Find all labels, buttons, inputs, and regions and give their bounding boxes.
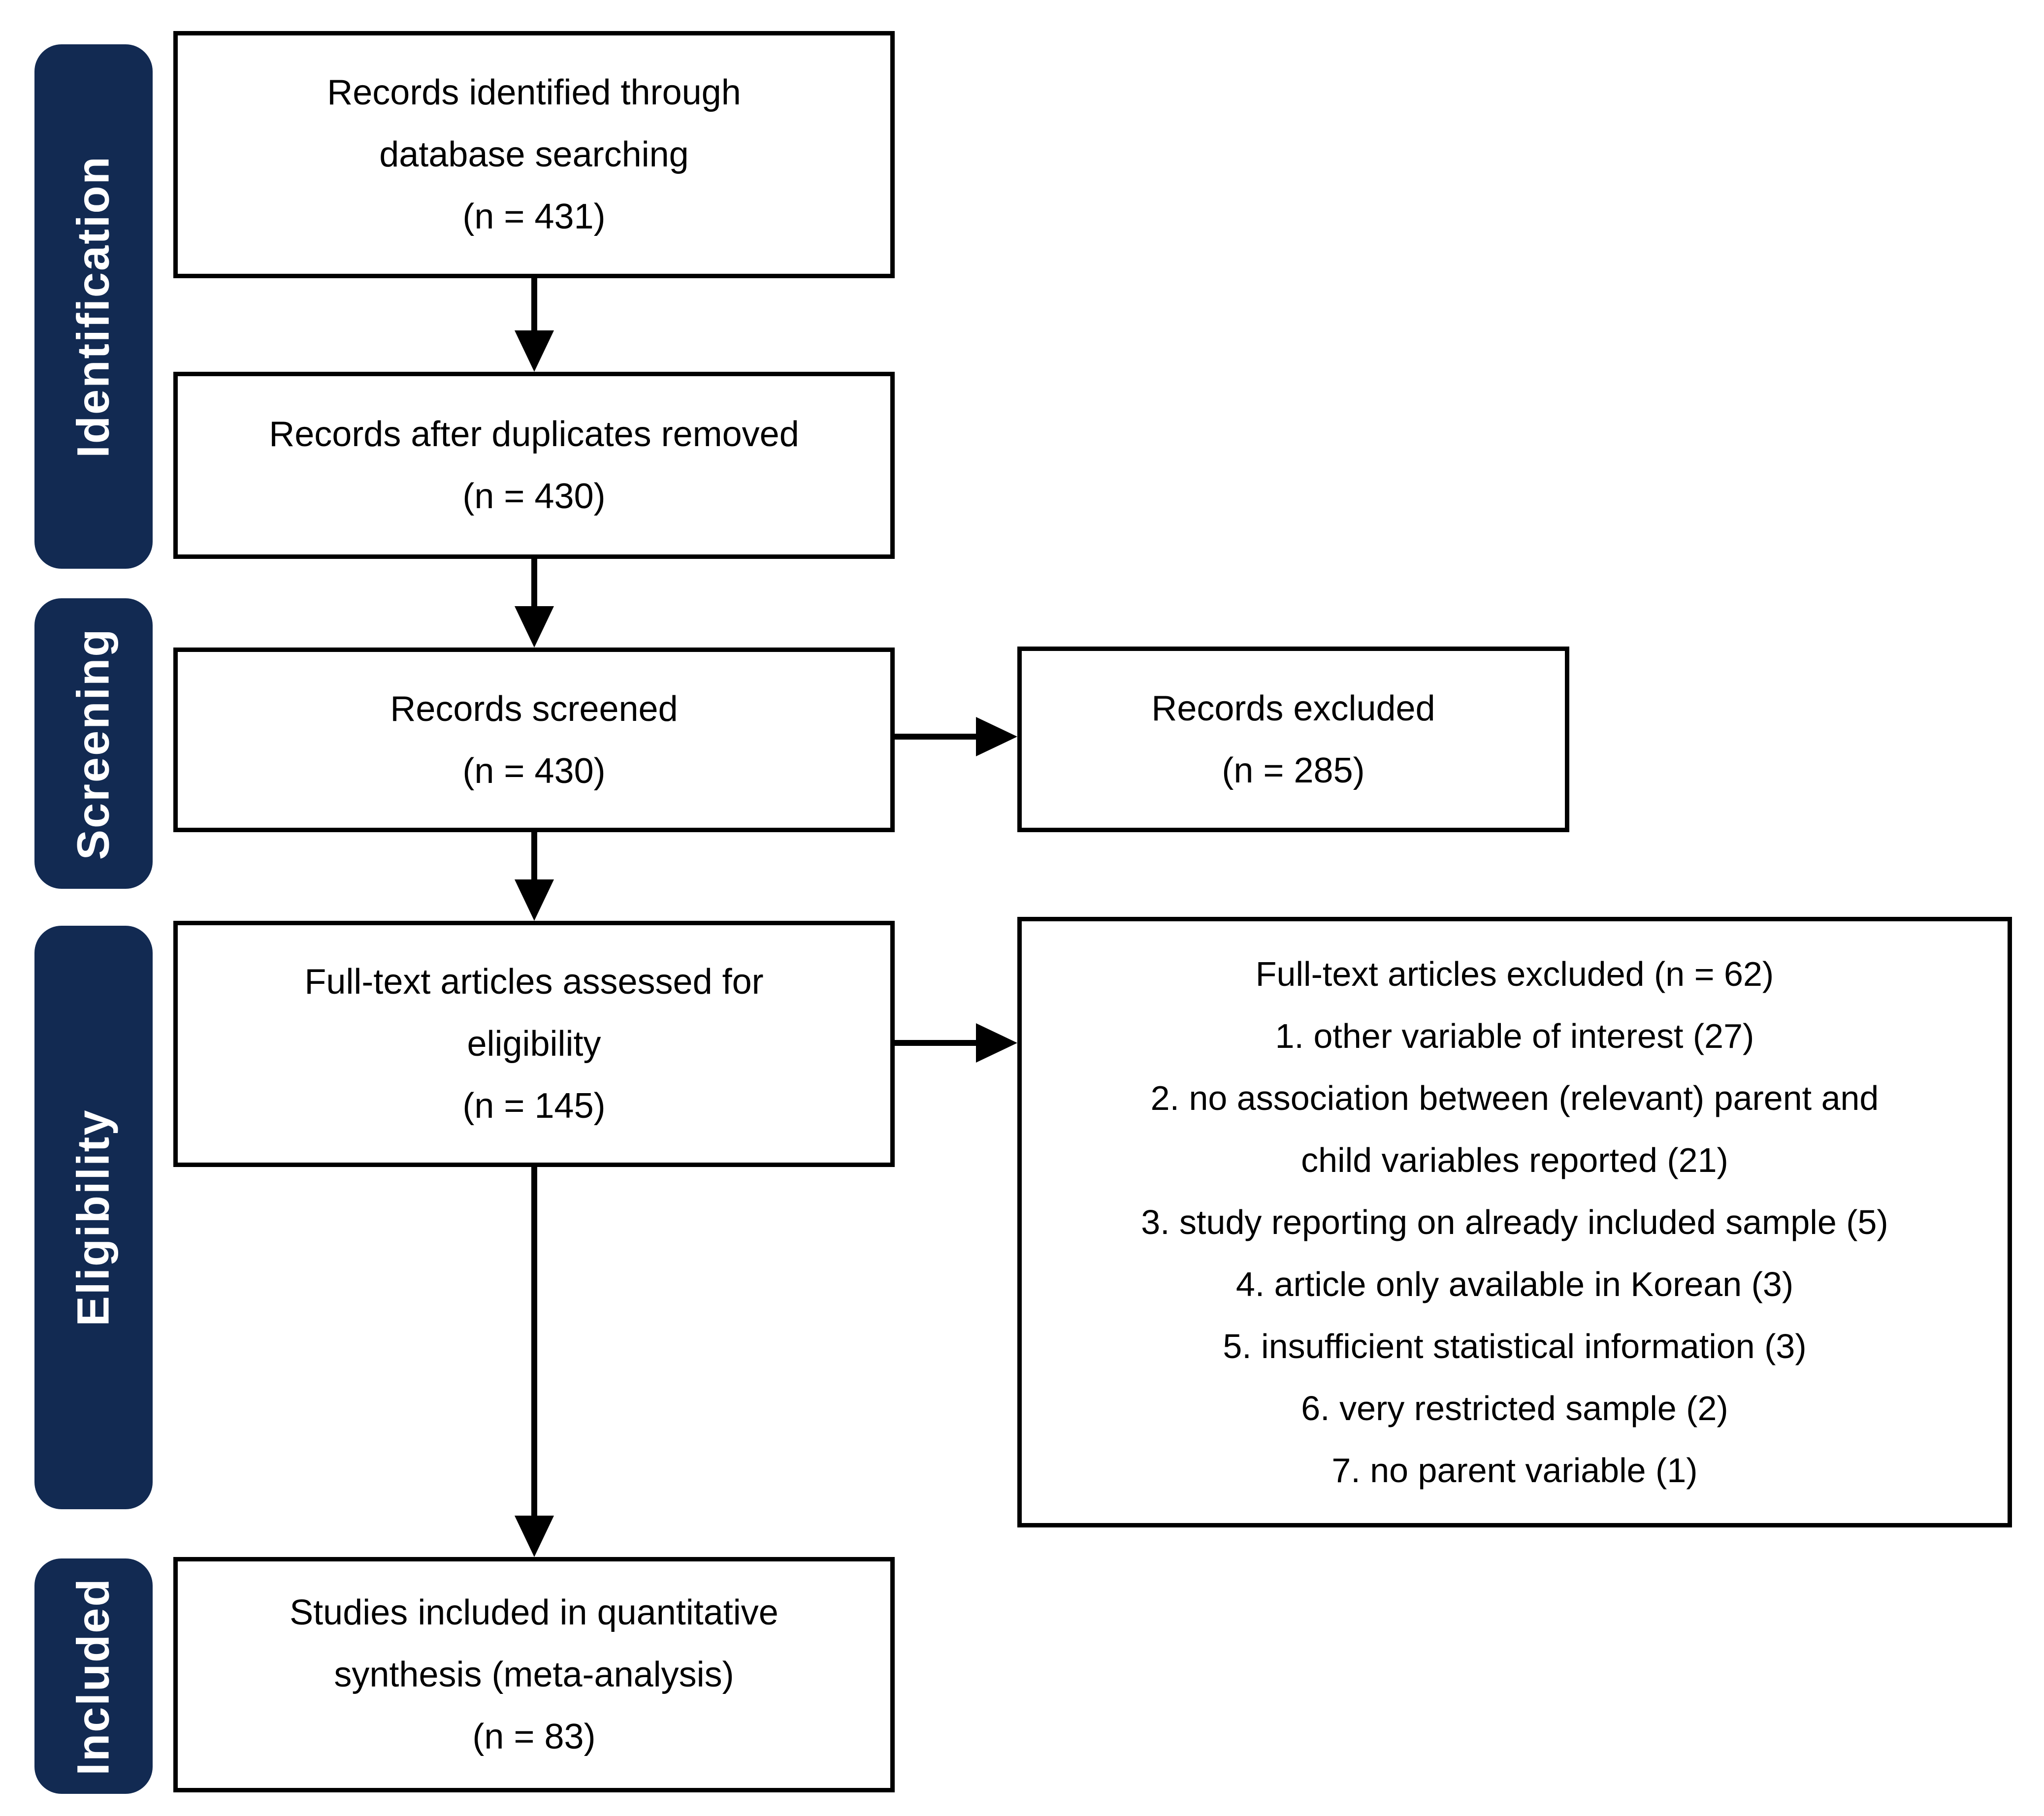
arrow-head-down-icon <box>515 879 554 921</box>
box-line: 1. other variable of interest (27) <box>1275 1017 1754 1055</box>
box-line: child variables reported (21) <box>1301 1141 1728 1179</box>
box-records-screened: Records screened (n = 430) <box>173 648 895 832</box>
box-records-excluded: Records excluded (n = 285) <box>1017 647 1569 832</box>
box-line: synthesis (meta-analysis) <box>334 1655 734 1694</box>
arrow-head-down-icon <box>515 1516 554 1557</box>
box-line: 4. article only available in Korean (3) <box>1235 1265 1794 1303</box>
box-line: Records identified through <box>327 73 741 112</box>
stage-included: Included <box>34 1558 153 1794</box>
box-line: (n = 285) <box>1222 750 1365 790</box>
arrow-head-down-icon <box>515 606 554 648</box>
box-line: Studies included in quantitative <box>290 1593 779 1632</box>
arrow-head-right-icon <box>976 1023 1017 1063</box>
box-line: Records screened <box>390 689 678 729</box>
box-line: Full-text articles assessed for <box>304 962 764 1002</box>
stage-eligibility: Eligibility <box>34 926 153 1509</box>
arrow-shaft <box>531 832 537 882</box>
box-line: 6. very restricted sample (2) <box>1301 1389 1728 1427</box>
box-line: (n = 430) <box>462 751 606 791</box>
box-records-after-duplicates: Records after duplicates removed (n = 43… <box>173 372 895 559</box>
stage-identification: Identification <box>34 44 153 569</box>
box-line: (n = 430) <box>462 477 606 516</box>
box-records-identified: Records identified through database sear… <box>173 31 895 278</box>
arrow-shaft <box>895 734 979 740</box>
box-line: 7. no parent variable (1) <box>1331 1451 1698 1490</box>
box-fulltext-excluded: Full-text articles excluded (n = 62) 1. … <box>1017 917 2012 1527</box>
box-line: 2. no association between (relevant) par… <box>1150 1079 1879 1117</box>
arrow-shaft <box>895 1040 979 1046</box>
box-line: 3. study reporting on already included s… <box>1141 1203 1888 1241</box>
box-line: eligibility <box>467 1024 601 1064</box>
arrow-shaft <box>531 1167 537 1519</box>
box-line: Records excluded <box>1151 688 1435 728</box>
stage-eligibility-label: Eligibility <box>68 1108 119 1327</box>
arrow-shaft <box>531 278 537 333</box>
box-included-studies: Studies included in quantitative synthes… <box>173 1557 895 1792</box>
box-line: (n = 431) <box>462 197 606 236</box>
stage-screening-label: Screening <box>68 627 119 860</box>
stage-screening: Screening <box>34 598 153 889</box>
box-line: 5. insufficient statistical information … <box>1223 1327 1807 1365</box>
arrow-head-right-icon <box>976 717 1017 756</box>
arrow-shaft <box>531 559 537 609</box>
stage-included-label: Included <box>68 1577 119 1776</box>
stage-identification-label: Identification <box>68 155 119 458</box>
box-line: (n = 145) <box>462 1086 606 1126</box>
box-fulltext-assessed: Full-text articles assessed for eligibil… <box>173 921 895 1167</box>
arrow-head-down-icon <box>515 330 554 372</box>
box-line: database searching <box>379 135 689 174</box>
box-line: Full-text articles excluded (n = 62) <box>1255 955 1774 993</box>
box-line: (n = 83) <box>472 1717 596 1756</box>
box-line: Records after duplicates removed <box>269 415 799 454</box>
